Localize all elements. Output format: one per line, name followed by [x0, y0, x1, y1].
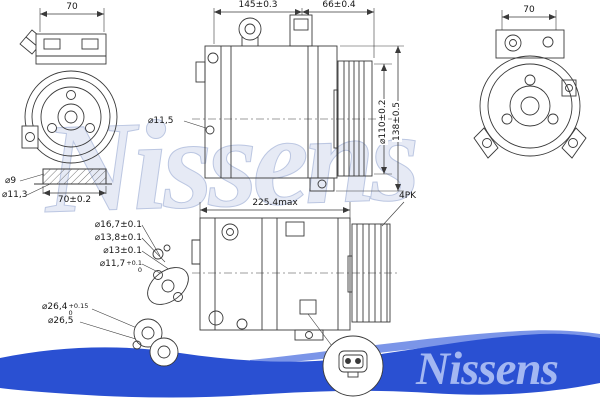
port-dia-1-value: ⌀26,4 — [42, 302, 68, 312]
label-bolt-diameter-2: ⌀11,3 — [2, 190, 28, 200]
tolerance-lower: 0 — [68, 308, 73, 317]
pulley-side-top — [333, 60, 373, 177]
dim-side-body-width: 145±0.3 — [238, 0, 278, 10]
label-shaft-dia-2: ⌀13,8±0.1 — [94, 233, 142, 243]
dim-front-left-width: 70 — [66, 2, 78, 12]
mounting-base-hatched — [42, 168, 107, 185]
shaft-flange-detail — [141, 224, 189, 305]
watermark-brand-text: Nissens — [40, 85, 418, 240]
dim-overall-length: 225.4max — [252, 198, 298, 208]
dim-front-right-width: 70 — [523, 5, 535, 15]
side-view-top — [183, 8, 404, 192]
label-hole-diameter: ⌀11,5 — [148, 116, 174, 126]
dim-pulley-diameter: ⌀110±0.2 — [378, 98, 388, 145]
label-belt-type: 4PK — [399, 191, 417, 201]
tolerance-lower: 0 — [137, 265, 142, 274]
label-port-dia-2: ⌀26,5 — [48, 316, 74, 326]
tolerance-upper: +0.15 — [68, 302, 89, 310]
tolerance-upper: +0.1 — [126, 259, 142, 267]
shaft-dia-4-value: ⌀11,7 — [99, 259, 126, 269]
port-flange-detail — [79, 308, 179, 367]
dim-overall-height: 138±0.5 — [392, 100, 402, 142]
label-shaft-dia-3: ⌀13±0.1 — [103, 246, 142, 256]
dim-side-clutch-width: 66±0.4 — [322, 0, 356, 10]
connector-detail-circle — [322, 335, 384, 397]
front-view-left — [19, 8, 118, 196]
side-view-bottom — [191, 201, 405, 397]
dim-base-width: 70±0.2 — [57, 195, 92, 205]
label-shaft-dia-1: ⌀16,7±0.1 — [94, 220, 142, 230]
label-bolt-diameter: ⌀9 — [5, 176, 17, 186]
front-view-right — [473, 10, 587, 159]
band-brand-text: Nissens — [415, 343, 558, 395]
